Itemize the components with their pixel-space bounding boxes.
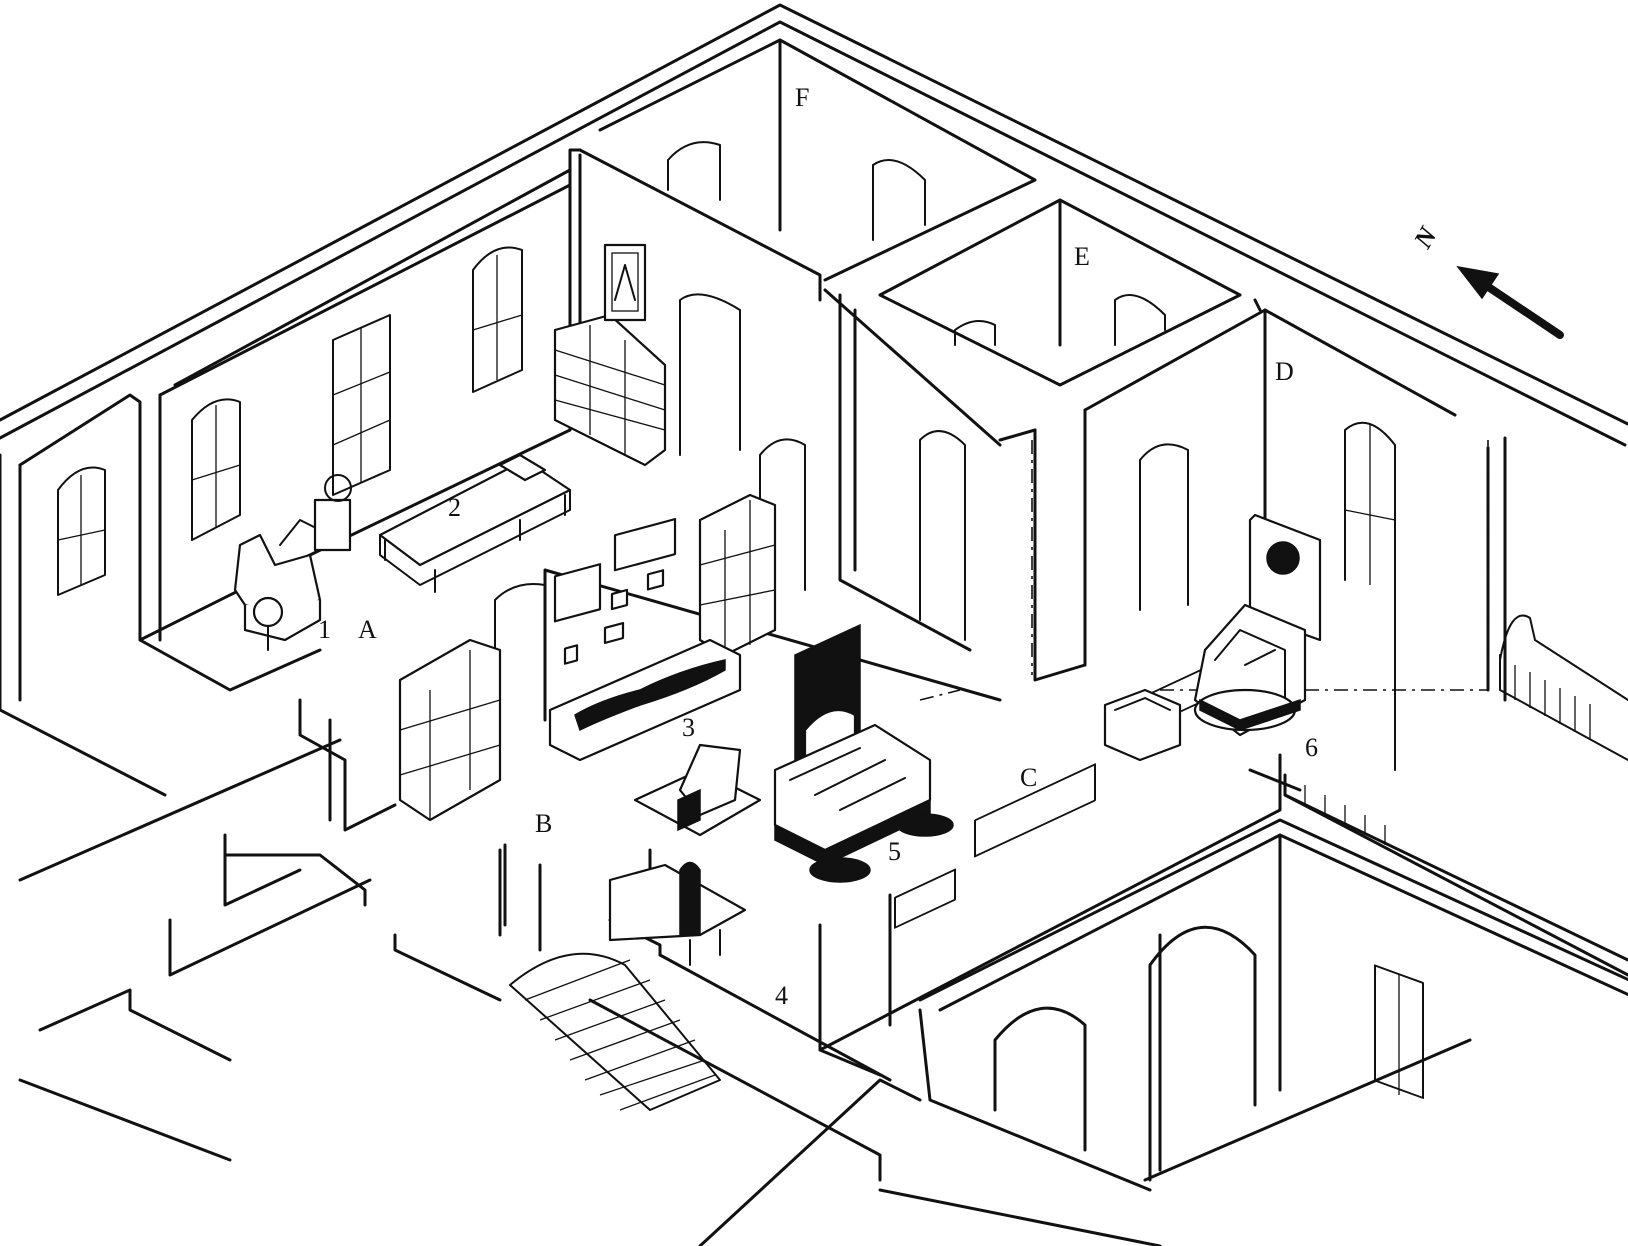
furniture-room-c bbox=[608, 623, 1182, 966]
right-railing bbox=[1283, 614, 1628, 977]
room-f bbox=[598, 38, 1037, 282]
furniture-room-b bbox=[398, 493, 777, 822]
display-bench bbox=[548, 638, 742, 762]
room-e bbox=[878, 198, 1242, 387]
callout-5: 5 bbox=[888, 837, 901, 866]
callout-2: 2 bbox=[448, 493, 461, 522]
lower-courtyard bbox=[588, 614, 1628, 1246]
dental-chair bbox=[233, 519, 322, 651]
callout-3: 3 bbox=[682, 713, 695, 742]
canopy-bed bbox=[1193, 513, 1322, 737]
partition-walls bbox=[578, 148, 1489, 771]
carved-screen bbox=[794, 623, 861, 772]
outer-walls bbox=[0, 3, 1628, 797]
callout-6: 6 bbox=[1305, 733, 1318, 762]
wardrobe-right bbox=[698, 493, 777, 657]
north-arrow bbox=[1456, 265, 1564, 339]
window-a2 bbox=[191, 398, 241, 541]
room-label-f: F bbox=[795, 83, 809, 112]
room-label-d: D bbox=[1275, 357, 1294, 386]
small-cabinet bbox=[313, 474, 352, 552]
window-lower bbox=[1374, 964, 1424, 1099]
compass-label: N bbox=[1408, 221, 1444, 254]
throne-chair bbox=[608, 861, 747, 966]
armchair bbox=[633, 743, 762, 837]
door-a bbox=[332, 314, 391, 496]
picture-frame-a bbox=[603, 243, 647, 322]
room-label-e: E bbox=[1074, 242, 1090, 271]
sofa bbox=[773, 723, 954, 883]
room-label-c: C bbox=[1020, 763, 1037, 792]
long-table bbox=[378, 453, 572, 593]
room-label-b: B bbox=[535, 809, 552, 838]
staircase bbox=[509, 952, 721, 1111]
shelving-cabinet bbox=[553, 313, 667, 467]
room-label-a: A bbox=[358, 615, 377, 644]
window-a3 bbox=[472, 246, 523, 393]
window-a1 bbox=[57, 466, 106, 596]
room-b-c-walls bbox=[18, 568, 1002, 1162]
chest bbox=[1103, 688, 1182, 762]
wall-pictures bbox=[553, 517, 677, 665]
wardrobe-left bbox=[398, 638, 502, 822]
callout-4: 4 bbox=[775, 981, 788, 1010]
furniture-room-a bbox=[233, 243, 667, 651]
callout-1: 1 bbox=[318, 615, 331, 644]
furniture-room-d bbox=[1193, 513, 1322, 737]
room-a-walls bbox=[57, 148, 582, 642]
